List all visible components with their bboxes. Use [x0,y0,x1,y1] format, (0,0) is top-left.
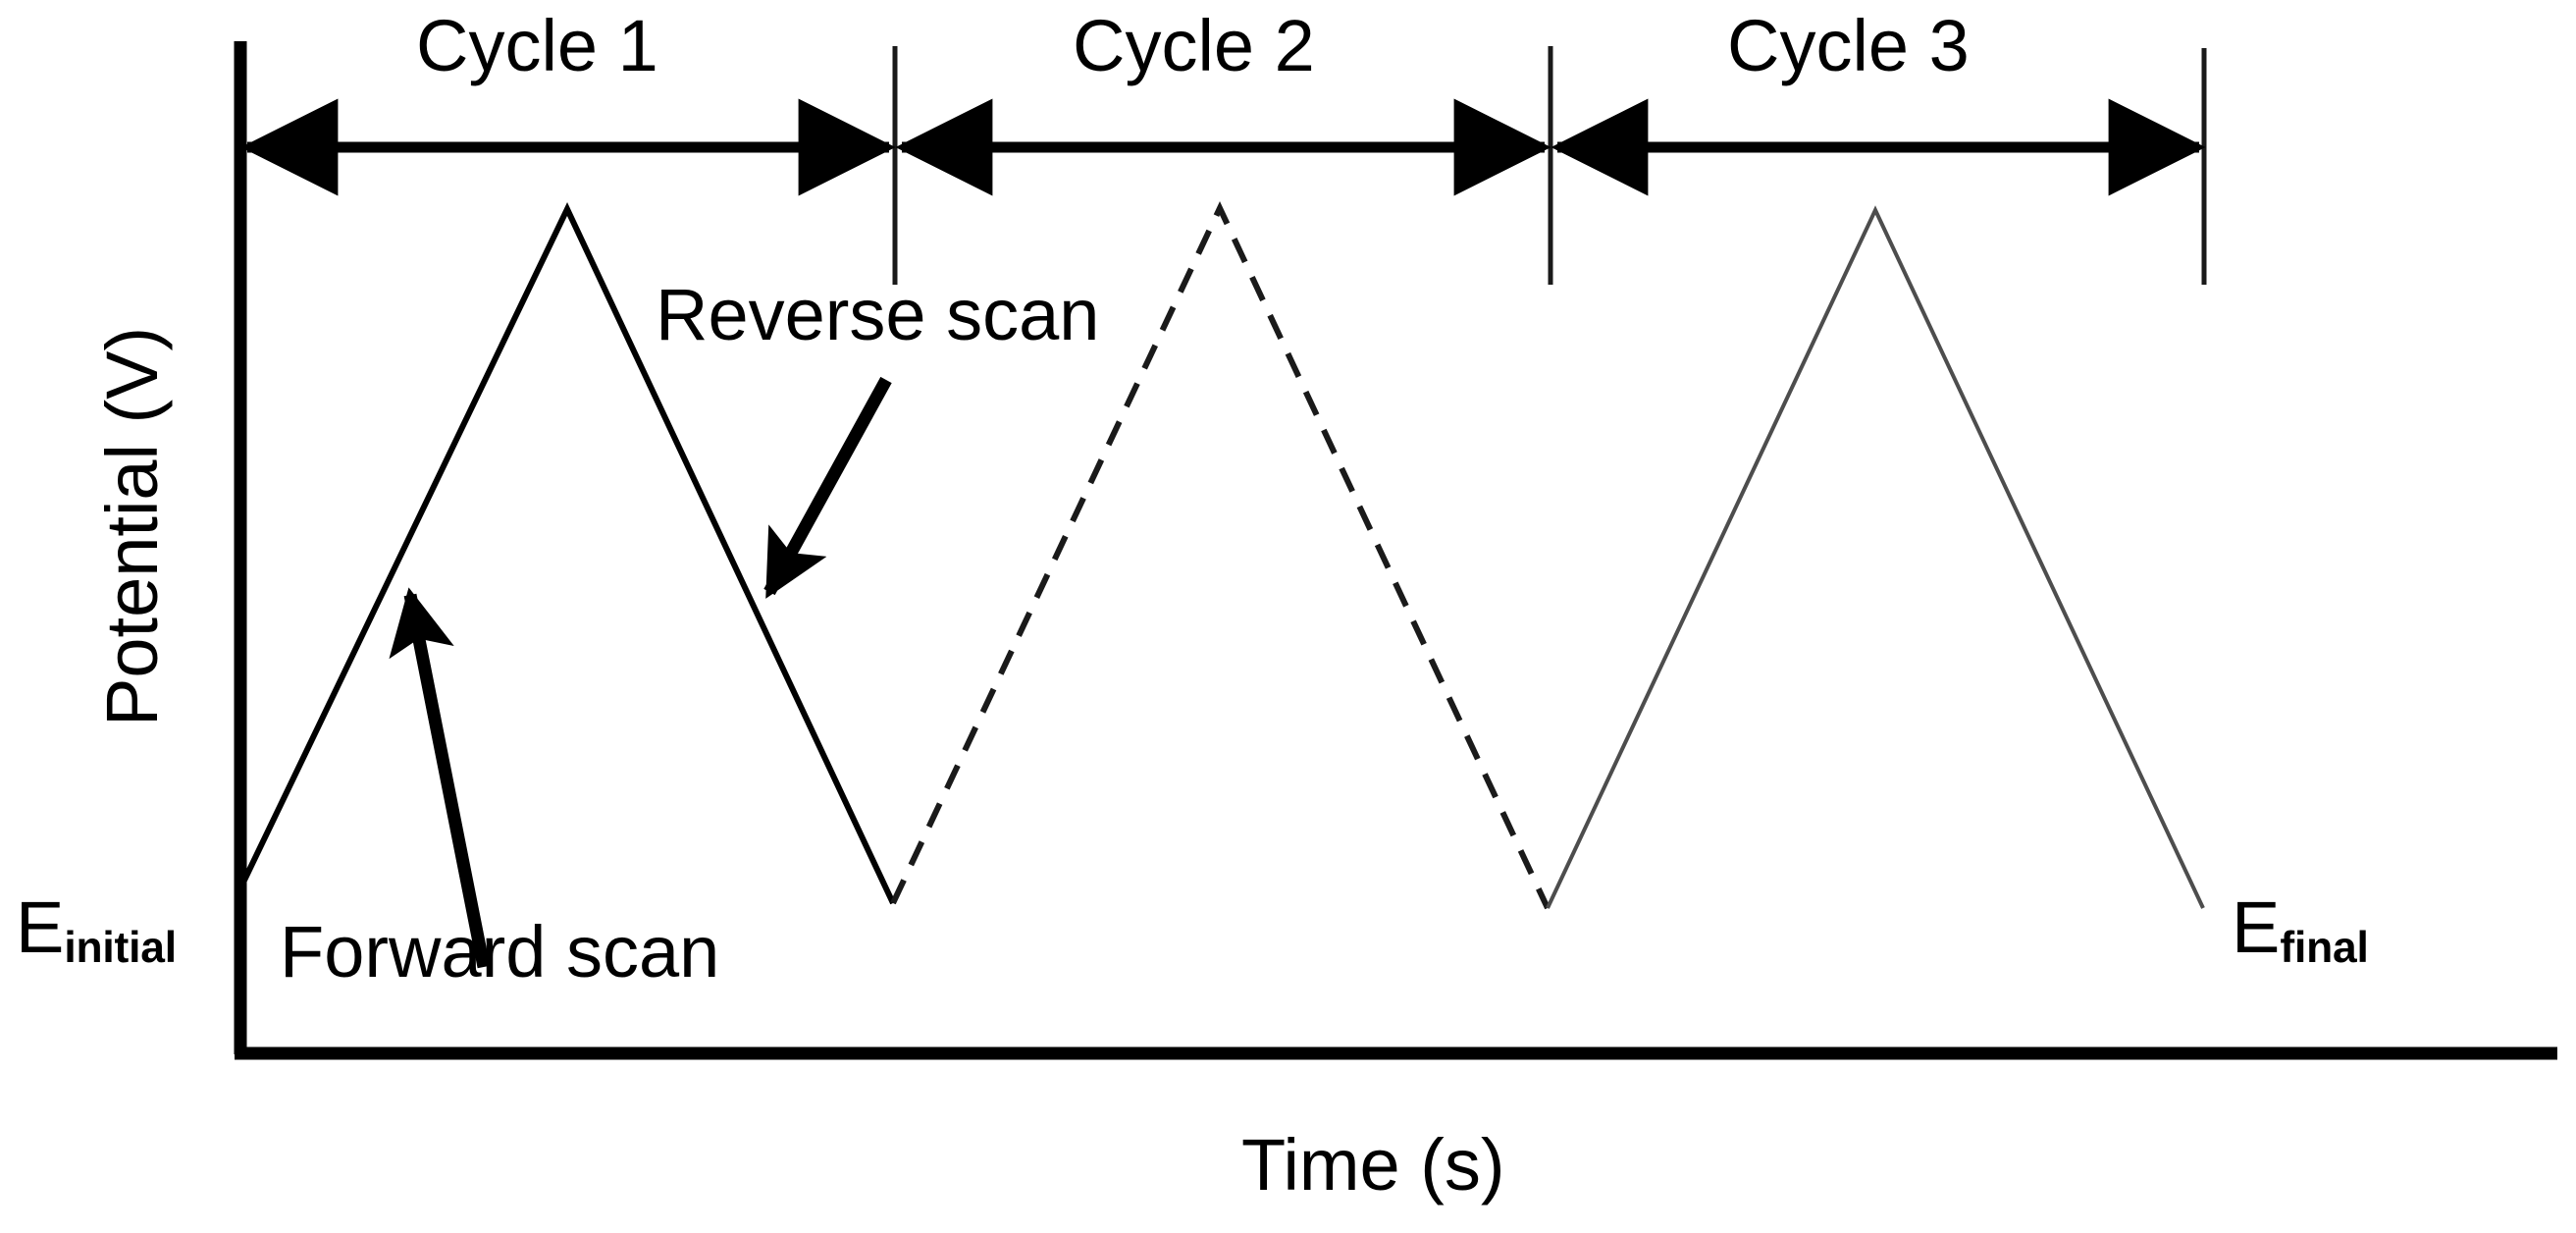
reverse-scan-pointer-arrow [763,376,892,599]
annotation-pointer-group [389,376,892,969]
cycle-1-label: Cycle 1 [416,5,658,86]
e-final-label: Efinal [2232,891,2369,970]
forward-scan-pointer-arrow [389,587,491,969]
x-axis-label: Time (s) [1241,1124,1505,1206]
e-initial-label: Einitial [16,891,177,970]
cycle-2-waveform-trace [890,200,1551,910]
axis-group [234,41,2557,1060]
cycle-2-label: Cycle 2 [1073,5,1315,86]
cycle-1-waveform-trace [237,202,896,905]
reverse-scan-label: Reverse scan [656,274,1100,355]
potential-waveform-group [237,200,2205,910]
cycle-3-label: Cycle 3 [1727,5,1970,86]
forward-scan-label: Forward scan [280,911,720,992]
cycle-3-waveform-trace [1546,205,2205,909]
e-final-subscript: final [2280,923,2369,972]
e-initial-symbol: E [16,886,65,968]
e-final-symbol: E [2232,886,2281,968]
e-initial-subscript: initial [64,923,177,972]
y-axis-label: Potential (V) [91,326,173,726]
